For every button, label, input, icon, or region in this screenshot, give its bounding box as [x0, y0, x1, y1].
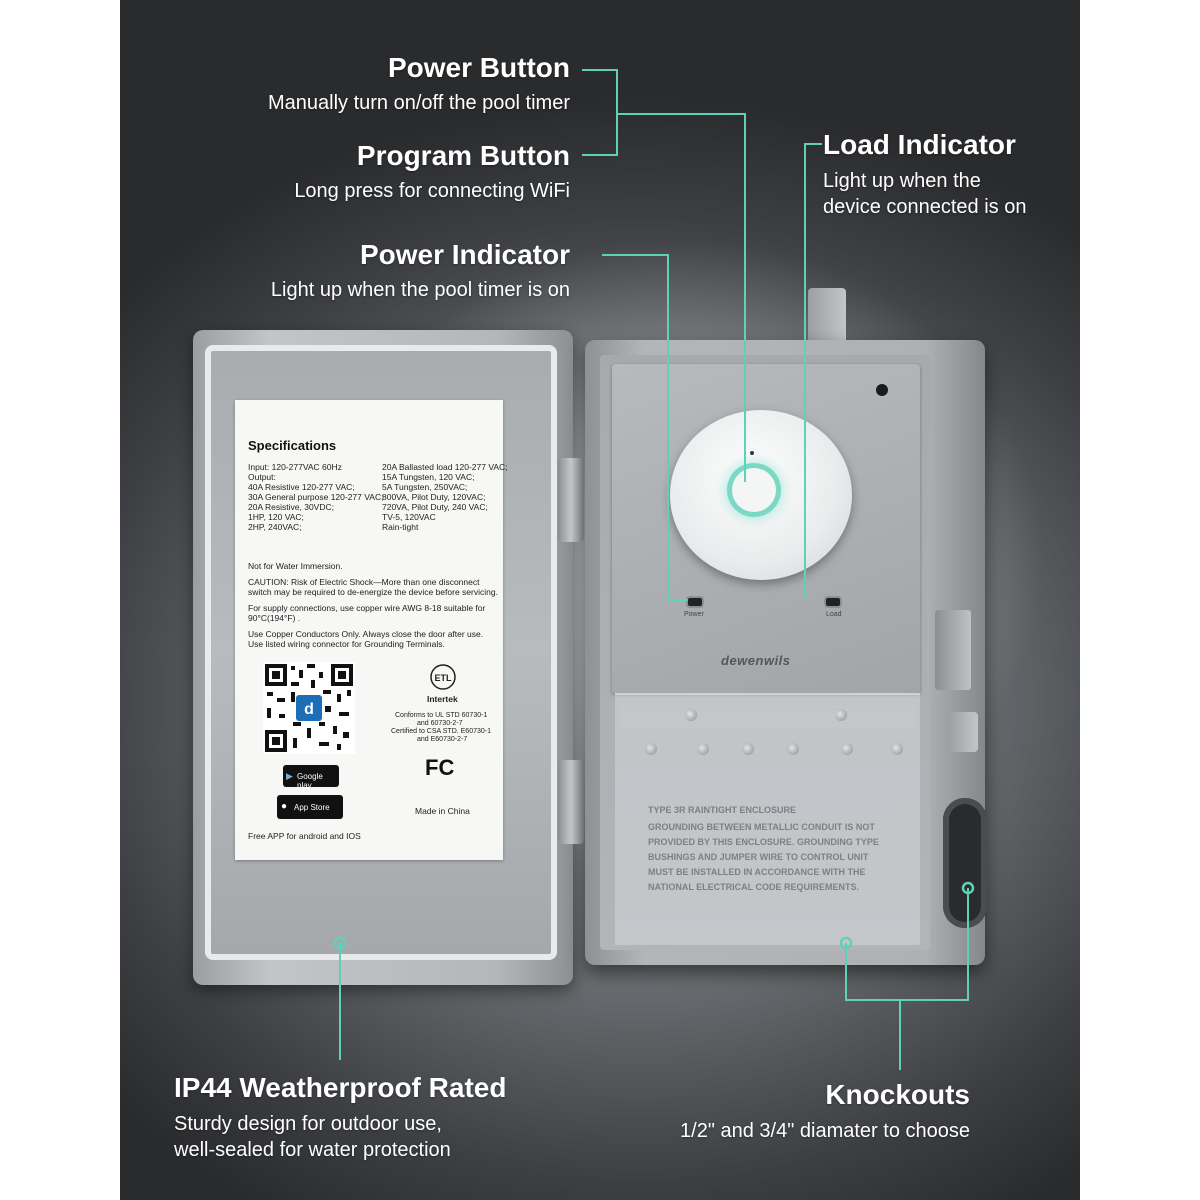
- cover-text-line: MUST BE INSTALLED IN ACCORDANCE WITH THE: [648, 867, 866, 877]
- app-store-text: App Store: [294, 803, 330, 812]
- mounting-hole: [876, 384, 888, 396]
- power-button[interactable]: [732, 468, 776, 512]
- google-play-badge: ▶ Google play: [283, 765, 339, 790]
- svg-text:d: d: [304, 701, 314, 718]
- power-indicator-title: Power Indicator: [359, 239, 570, 270]
- label-note-line: CAUTION: Risk of Electric Shock—More tha…: [248, 577, 480, 587]
- screw-icon: [697, 743, 709, 755]
- mounting-tab-side: [948, 712, 978, 752]
- label-note-line: Use Copper Conductors Only. Always close…: [248, 629, 484, 639]
- svg-text:ETL: ETL: [435, 673, 453, 683]
- specifications-label: Specifications Input: 120-277VAC 60Hz Ou…: [235, 400, 508, 860]
- label-note-line: Use listed wiring connector for Groundin…: [248, 639, 445, 649]
- power-button-desc: Manually turn on/off the pool timer: [267, 92, 570, 114]
- knockouts-title: Knockouts: [825, 1079, 970, 1110]
- brand-logo: dewenwils: [721, 653, 791, 668]
- app-store-badge: ● App Store: [277, 795, 343, 819]
- label-note-line: switch may be required to de-energize th…: [248, 587, 498, 597]
- marker-dot: [961, 881, 975, 895]
- cover-text-line: TYPE 3R RAINTIGHT ENCLOSURE: [648, 805, 797, 815]
- cover-text-line: NATIONAL ELECTRICAL CODE REQUIREMENTS.: [648, 882, 860, 892]
- power-led-label: Power: [684, 611, 704, 618]
- cover-text-line: GROUNDING BETWEEN METALLIC CONDUIT IS NO…: [648, 822, 875, 832]
- label-heading: Specifications: [248, 438, 337, 453]
- fcc-logo: FC: [425, 755, 455, 780]
- cover-text-line: BUSHINGS AND JUMPER WIRE TO CONTROL UNIT: [648, 852, 869, 862]
- label-left-line: 30A General purpose 120-277 VAC;: [248, 492, 384, 502]
- cert-line: Conforms to UL STD 60730-1: [395, 712, 488, 719]
- leader-load-indicator: [804, 143, 822, 600]
- leader-to-button: [617, 113, 746, 482]
- label-left-line: Input: 120-277VAC 60Hz: [248, 462, 342, 472]
- label-right-line: 720VA, Pilot Duty, 240 VAC;: [382, 502, 488, 512]
- load-indicator-desc-1: Light up when the: [823, 170, 981, 192]
- qr-code-icon: d: [263, 662, 355, 754]
- terminal-strip: [620, 705, 915, 729]
- screw-icon: [835, 709, 847, 721]
- cover-text-line: PROVIDED BY THIS ENCLOSURE. GROUNDING TY…: [648, 837, 879, 847]
- cert-line: and E60730-2-7: [417, 736, 468, 743]
- leader-power-program: [582, 69, 618, 156]
- label-note-line: 90°C(194°F) .: [248, 613, 301, 623]
- screw-icon: [742, 743, 754, 755]
- label-right-line: 5A Tungsten, 250VAC;: [382, 482, 468, 492]
- knockouts-desc: 1/2" and 3/4" diamater to choose: [680, 1120, 970, 1142]
- cert-line: and 60730-2-7: [417, 720, 463, 727]
- google-play-text: Google play: [297, 772, 323, 790]
- label-right-line: 15A Tungsten, 120 VAC;: [382, 472, 475, 482]
- cert-line: Certified to CSA STD. E60730-1: [391, 728, 491, 735]
- program-button[interactable]: [750, 451, 754, 455]
- ip44-desc-2: well-sealed for water protection: [174, 1139, 451, 1161]
- intertek-text: Intertek: [427, 694, 458, 704]
- load-led-label: Load: [826, 611, 842, 618]
- label-left-line: 20A Resistive, 30VDC;: [248, 502, 334, 512]
- program-button-desc: Long press for connecting WiFi: [294, 180, 570, 202]
- label-left-line: Output:: [248, 472, 276, 482]
- apple-icon: ●: [281, 801, 288, 812]
- label-note-line: For supply connections, use copper wire …: [248, 603, 486, 613]
- screw-icon: [841, 743, 853, 755]
- program-button-title: Program Button: [356, 140, 570, 171]
- marker-dot: [839, 936, 853, 950]
- load-indicator-led: [826, 598, 840, 606]
- marker-dot: [333, 936, 347, 950]
- screw-icon: [685, 709, 697, 721]
- load-indicator-desc-2: device connected is on: [823, 196, 1027, 218]
- etl-mark-icon: ETL: [430, 664, 456, 690]
- screw-icon: [787, 743, 799, 755]
- label-right-line: 20A Ballasted load 120-277 VAC;: [382, 462, 508, 472]
- label-right-line: 800VA, Pilot Duty, 120VAC;: [382, 492, 486, 502]
- mounting-tab-top: [808, 288, 846, 346]
- knockout-hole: [943, 798, 987, 928]
- hinge-top: [558, 458, 584, 542]
- leader-power-indicator: [602, 254, 688, 601]
- ip44-title: IP44 Weatherproof Rated: [174, 1072, 507, 1103]
- label-right-line: TV-5, 120VAC: [382, 512, 436, 522]
- label-left-line: 2HP, 240VAC;: [248, 522, 302, 532]
- power-indicator-led: [688, 598, 702, 606]
- hinge-bottom: [558, 760, 584, 844]
- power-indicator-desc: Light up when the pool timer is on: [270, 279, 570, 301]
- made-in-text: Made in China: [415, 806, 470, 816]
- label-left-line: 1HP, 120 VAC;: [248, 512, 304, 522]
- side-knockout-plug: [935, 610, 971, 690]
- load-indicator-title: Load Indicator: [823, 129, 1016, 160]
- screw-icon: [645, 743, 657, 755]
- play-icon: ▶: [286, 771, 293, 781]
- free-app-text: Free APP for android and IOS: [248, 831, 361, 841]
- label-right-line: Rain-tight: [382, 522, 419, 532]
- power-button-title: Power Button: [388, 52, 570, 83]
- wiring-cover: TYPE 3R RAINTIGHT ENCLOSURE GROUNDING BE…: [615, 693, 920, 945]
- label-note-line: Not for Water Immersion.: [248, 561, 343, 571]
- ip44-desc-1: Sturdy design for outdoor use,: [174, 1113, 442, 1135]
- leader-knockout-hole: [845, 888, 969, 1001]
- label-left-line: 40A Resistive 120-277 VAC;: [248, 482, 355, 492]
- screw-icon: [891, 743, 903, 755]
